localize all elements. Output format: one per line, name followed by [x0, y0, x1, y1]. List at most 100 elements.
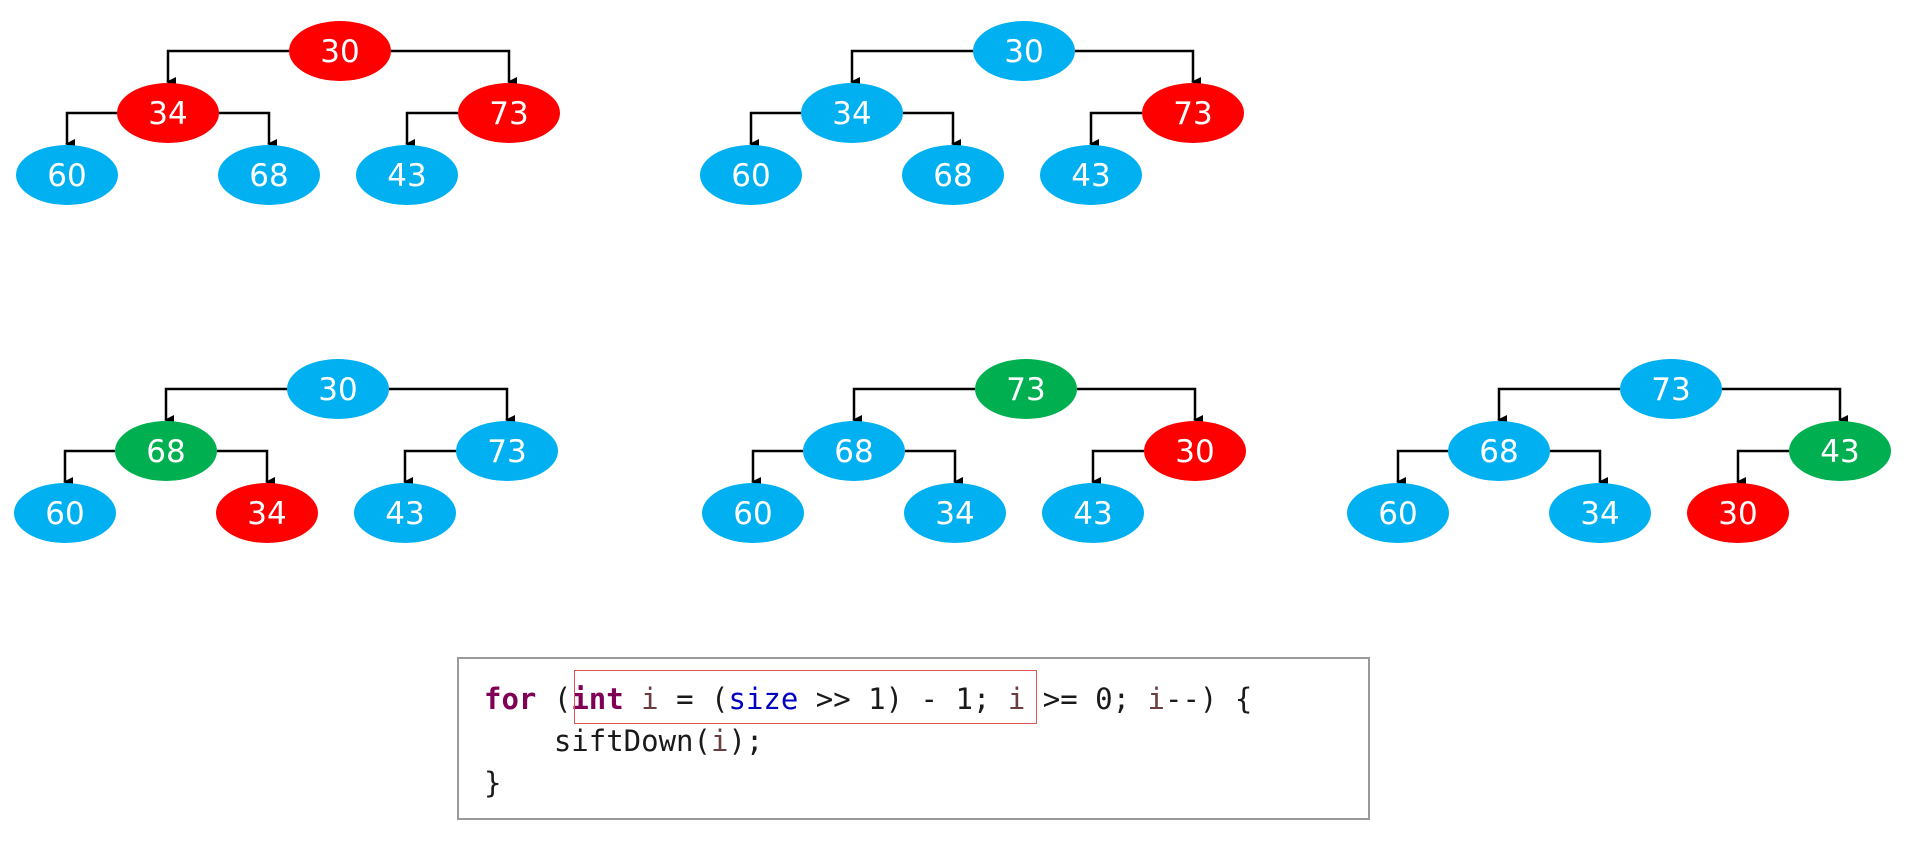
node-value: 30	[1718, 496, 1757, 532]
node-value: 73	[1006, 372, 1045, 408]
node-ellipse	[218, 145, 320, 205]
heap-node-right: 73	[1142, 83, 1244, 143]
node-ellipse	[287, 359, 389, 419]
node-ellipse	[216, 483, 318, 543]
heap-node-left: 34	[801, 83, 903, 143]
node-ellipse	[1789, 421, 1891, 481]
node-value: 68	[249, 158, 288, 194]
heap-tree-step-2: 30 34 73 60 68 43	[700, 21, 1244, 205]
node-ellipse	[1549, 483, 1651, 543]
node-ellipse	[975, 359, 1077, 419]
node-value: 73	[1651, 372, 1690, 408]
code-token: siftDown(	[484, 724, 711, 758]
node-ellipse	[973, 21, 1075, 81]
edge-arrow	[63, 449, 115, 487]
code-line-3: }	[484, 763, 501, 803]
code-token: i	[710, 724, 729, 758]
node-value: 60	[731, 158, 770, 194]
edge-arrow	[219, 111, 277, 149]
heap-node-left-right: 68	[218, 145, 320, 205]
heap-node-left: 68	[115, 421, 217, 481]
heap-node-right-left: 43	[1042, 483, 1144, 543]
node-value: 68	[933, 158, 972, 194]
heap-node-root: 73	[975, 359, 1077, 419]
edge-arrow	[1089, 111, 1142, 149]
heap-node-root: 30	[289, 21, 391, 81]
edge-arrow	[1722, 387, 1848, 425]
code-token: i	[641, 682, 659, 716]
edge-arrow	[391, 49, 517, 87]
edge-arrow	[852, 387, 975, 425]
edge-arrow	[403, 449, 456, 487]
edge-arrow	[389, 387, 515, 425]
heap-node-root: 30	[287, 359, 389, 419]
node-value: 68	[1479, 434, 1518, 470]
edge-arrow	[1091, 449, 1144, 487]
heap-node-right-left: 43	[1040, 145, 1142, 205]
code-snippet: for (int i = (size >> 1) - 1; i >= 0; i-…	[457, 657, 1370, 820]
edge-arrow	[903, 111, 961, 149]
node-value: 30	[1175, 434, 1214, 470]
node-value: 73	[489, 96, 528, 132]
code-token: --) {	[1165, 682, 1253, 716]
node-value: 43	[1073, 496, 1112, 532]
code-token: >> 1) - 1;	[798, 682, 1008, 716]
node-ellipse	[289, 21, 391, 81]
edge-arrow	[1396, 449, 1448, 487]
heap-node-root: 30	[973, 21, 1075, 81]
node-value: 34	[148, 96, 187, 132]
heap-node-right: 73	[456, 421, 558, 481]
node-value: 34	[1580, 496, 1619, 532]
heap-node-left-right: 34	[904, 483, 1006, 543]
edge-arrow	[65, 111, 117, 149]
node-ellipse	[803, 421, 905, 481]
code-token: int	[571, 682, 624, 716]
node-ellipse	[700, 145, 802, 205]
node-ellipse	[16, 145, 118, 205]
node-ellipse	[356, 145, 458, 205]
node-value: 43	[1071, 158, 1110, 194]
node-ellipse	[1347, 483, 1449, 543]
code-token: size	[728, 682, 799, 716]
code-token: }	[484, 766, 502, 800]
node-ellipse	[1040, 145, 1142, 205]
heap-node-left: 34	[117, 83, 219, 143]
edge-arrow	[905, 449, 963, 487]
node-ellipse	[354, 483, 456, 543]
node-value: 30	[318, 372, 357, 408]
edge-arrow	[1077, 387, 1203, 425]
heap-node-right: 73	[458, 83, 560, 143]
heap-node-right-left: 43	[354, 483, 456, 543]
edge-arrow	[1075, 49, 1201, 87]
node-ellipse	[1448, 421, 1550, 481]
node-value: 34	[935, 496, 974, 532]
node-value: 43	[1820, 434, 1859, 470]
heap-node-right-left: 30	[1687, 483, 1789, 543]
node-ellipse	[1687, 483, 1789, 543]
heap-node-right: 30	[1144, 421, 1246, 481]
node-value: 73	[1173, 96, 1212, 132]
node-value: 68	[146, 434, 185, 470]
node-ellipse	[904, 483, 1006, 543]
code-token: = (	[658, 682, 729, 716]
code-token: );	[728, 724, 764, 758]
node-ellipse	[902, 145, 1004, 205]
node-value: 60	[733, 496, 772, 532]
edge-arrow	[1497, 387, 1620, 425]
code-line-2: siftDown(i);	[484, 721, 764, 761]
heap-node-right: 43	[1789, 421, 1891, 481]
node-ellipse	[702, 483, 804, 543]
heap-node-left-left: 60	[700, 145, 802, 205]
edge-arrow	[166, 49, 289, 87]
edge-arrow	[749, 111, 801, 149]
node-ellipse	[115, 421, 217, 481]
node-value: 30	[1004, 34, 1043, 70]
edge-arrow	[850, 49, 973, 87]
node-value: 43	[387, 158, 426, 194]
node-value: 34	[247, 496, 286, 532]
node-value: 34	[832, 96, 871, 132]
